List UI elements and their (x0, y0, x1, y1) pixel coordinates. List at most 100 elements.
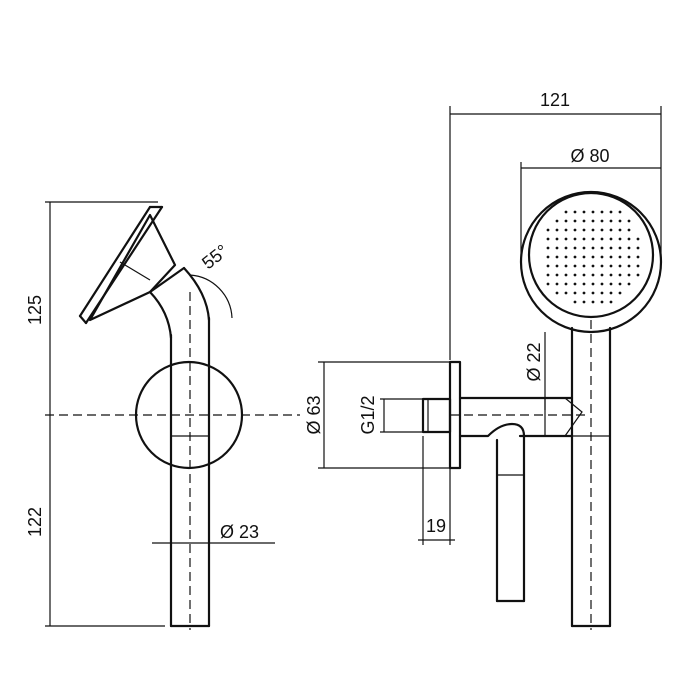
nozzle-dot (555, 228, 559, 232)
nozzle-dot (582, 237, 586, 241)
nozzle-dot (600, 291, 604, 295)
angle-arc (189, 274, 233, 319)
nozzle-dot (636, 246, 640, 250)
dim-63-label: Ø 63 (304, 395, 324, 434)
nozzle-dot (573, 300, 577, 304)
nozzle-dot (582, 255, 586, 259)
nozzle-dot (627, 246, 631, 250)
nozzle-dot (564, 246, 568, 250)
nozzle-dot (600, 237, 604, 241)
dim-121-label: 121 (540, 90, 570, 110)
nozzle-dot (609, 237, 613, 241)
nozzle-dot (618, 237, 622, 241)
neck-inner-curve (148, 290, 173, 340)
nozzle-dot (600, 246, 604, 250)
nozzle-dot (555, 273, 559, 277)
nozzle-dot (555, 219, 559, 223)
nozzle-dot (600, 255, 604, 259)
nozzle-dot (609, 228, 613, 232)
nozzle-dot (618, 291, 622, 295)
nozzle-dot (555, 246, 559, 250)
nozzle-dot (555, 255, 559, 259)
dim-55-label: 55° (198, 241, 232, 274)
nozzle-dot (573, 255, 577, 259)
nozzle-dot (555, 291, 559, 295)
nozzle-dot (618, 246, 622, 250)
nozzle-dot (573, 273, 577, 277)
nozzle-dot (555, 264, 559, 268)
dim-23-label: Ø 23 (220, 522, 259, 542)
nozzle-dot (546, 255, 550, 259)
nozzle-dot (546, 282, 550, 286)
nozzle-dot (546, 246, 550, 250)
nozzle-dot (582, 300, 586, 304)
dim-19-label: 19 (426, 516, 446, 536)
nozzle-dot (564, 219, 568, 223)
nozzle-dot (573, 228, 577, 232)
nozzle-dot (573, 219, 577, 223)
thread-connector (421, 397, 452, 434)
nozzle-dot (600, 300, 604, 304)
nozzle-dot (609, 300, 613, 304)
nozzle-dot (618, 282, 622, 286)
nozzle-dot (627, 228, 631, 232)
nozzle-dot (636, 255, 640, 259)
nozzle-dot (591, 237, 595, 241)
nozzle-dot (573, 264, 577, 268)
nozzle-dot (627, 282, 631, 286)
nozzle-dot (582, 291, 586, 295)
nozzle-dot (573, 246, 577, 250)
nozzle-dot (582, 228, 586, 232)
shower-nozzles (546, 210, 640, 304)
shower-head-inner (527, 191, 655, 319)
nozzle-dot (600, 264, 604, 268)
nozzle-dot (609, 255, 613, 259)
nozzle-dot (609, 246, 613, 250)
nozzle-dot (582, 219, 586, 223)
nozzle-dot (546, 264, 550, 268)
nozzle-dot (582, 273, 586, 277)
nozzle-dot (573, 282, 577, 286)
nozzle-dot (600, 228, 604, 232)
nozzle-dot (600, 219, 604, 223)
nozzle-dot (600, 282, 604, 286)
nozzle-dot (600, 273, 604, 277)
nozzle-dot (591, 300, 595, 304)
nozzle-dot (618, 264, 622, 268)
nozzle-dot (546, 273, 550, 277)
nozzle-dot (573, 237, 577, 241)
nozzle-dot (591, 291, 595, 295)
handshower-head-rib (119, 261, 151, 281)
nozzle-dot (555, 282, 559, 286)
nozzle-dot (564, 255, 568, 259)
shower-head-outer (519, 190, 663, 334)
nozzle-dot (591, 246, 595, 250)
nozzle-dot (591, 264, 595, 268)
side-view: 125 122 Ø 23 55° (25, 201, 300, 630)
nozzle-dot (591, 273, 595, 277)
nozzle-dot (600, 210, 604, 214)
nozzle-dot (582, 246, 586, 250)
nozzle-dot (564, 264, 568, 268)
nozzle-dot (609, 282, 613, 286)
nozzle-dot (564, 237, 568, 241)
nozzle-dot (591, 282, 595, 286)
nozzle-dot (618, 273, 622, 277)
nozzle-dot (591, 255, 595, 259)
handshower-face-outer (78, 205, 152, 318)
nozzle-dot (564, 282, 568, 286)
nozzle-dot (573, 291, 577, 295)
nozzle-dot (546, 237, 550, 241)
nozzle-dot (546, 228, 550, 232)
nozzle-dot (627, 219, 631, 223)
nozzle-dot (564, 291, 568, 295)
dim-22-label: Ø 22 (524, 342, 544, 381)
nozzle-dot (609, 273, 613, 277)
nozzle-dot (627, 255, 631, 259)
nozzle-dot (618, 255, 622, 259)
nozzle-dot (609, 210, 613, 214)
hose-connector (458, 422, 526, 438)
handshower-face-bottom (78, 314, 88, 325)
nozzle-dot (573, 210, 577, 214)
